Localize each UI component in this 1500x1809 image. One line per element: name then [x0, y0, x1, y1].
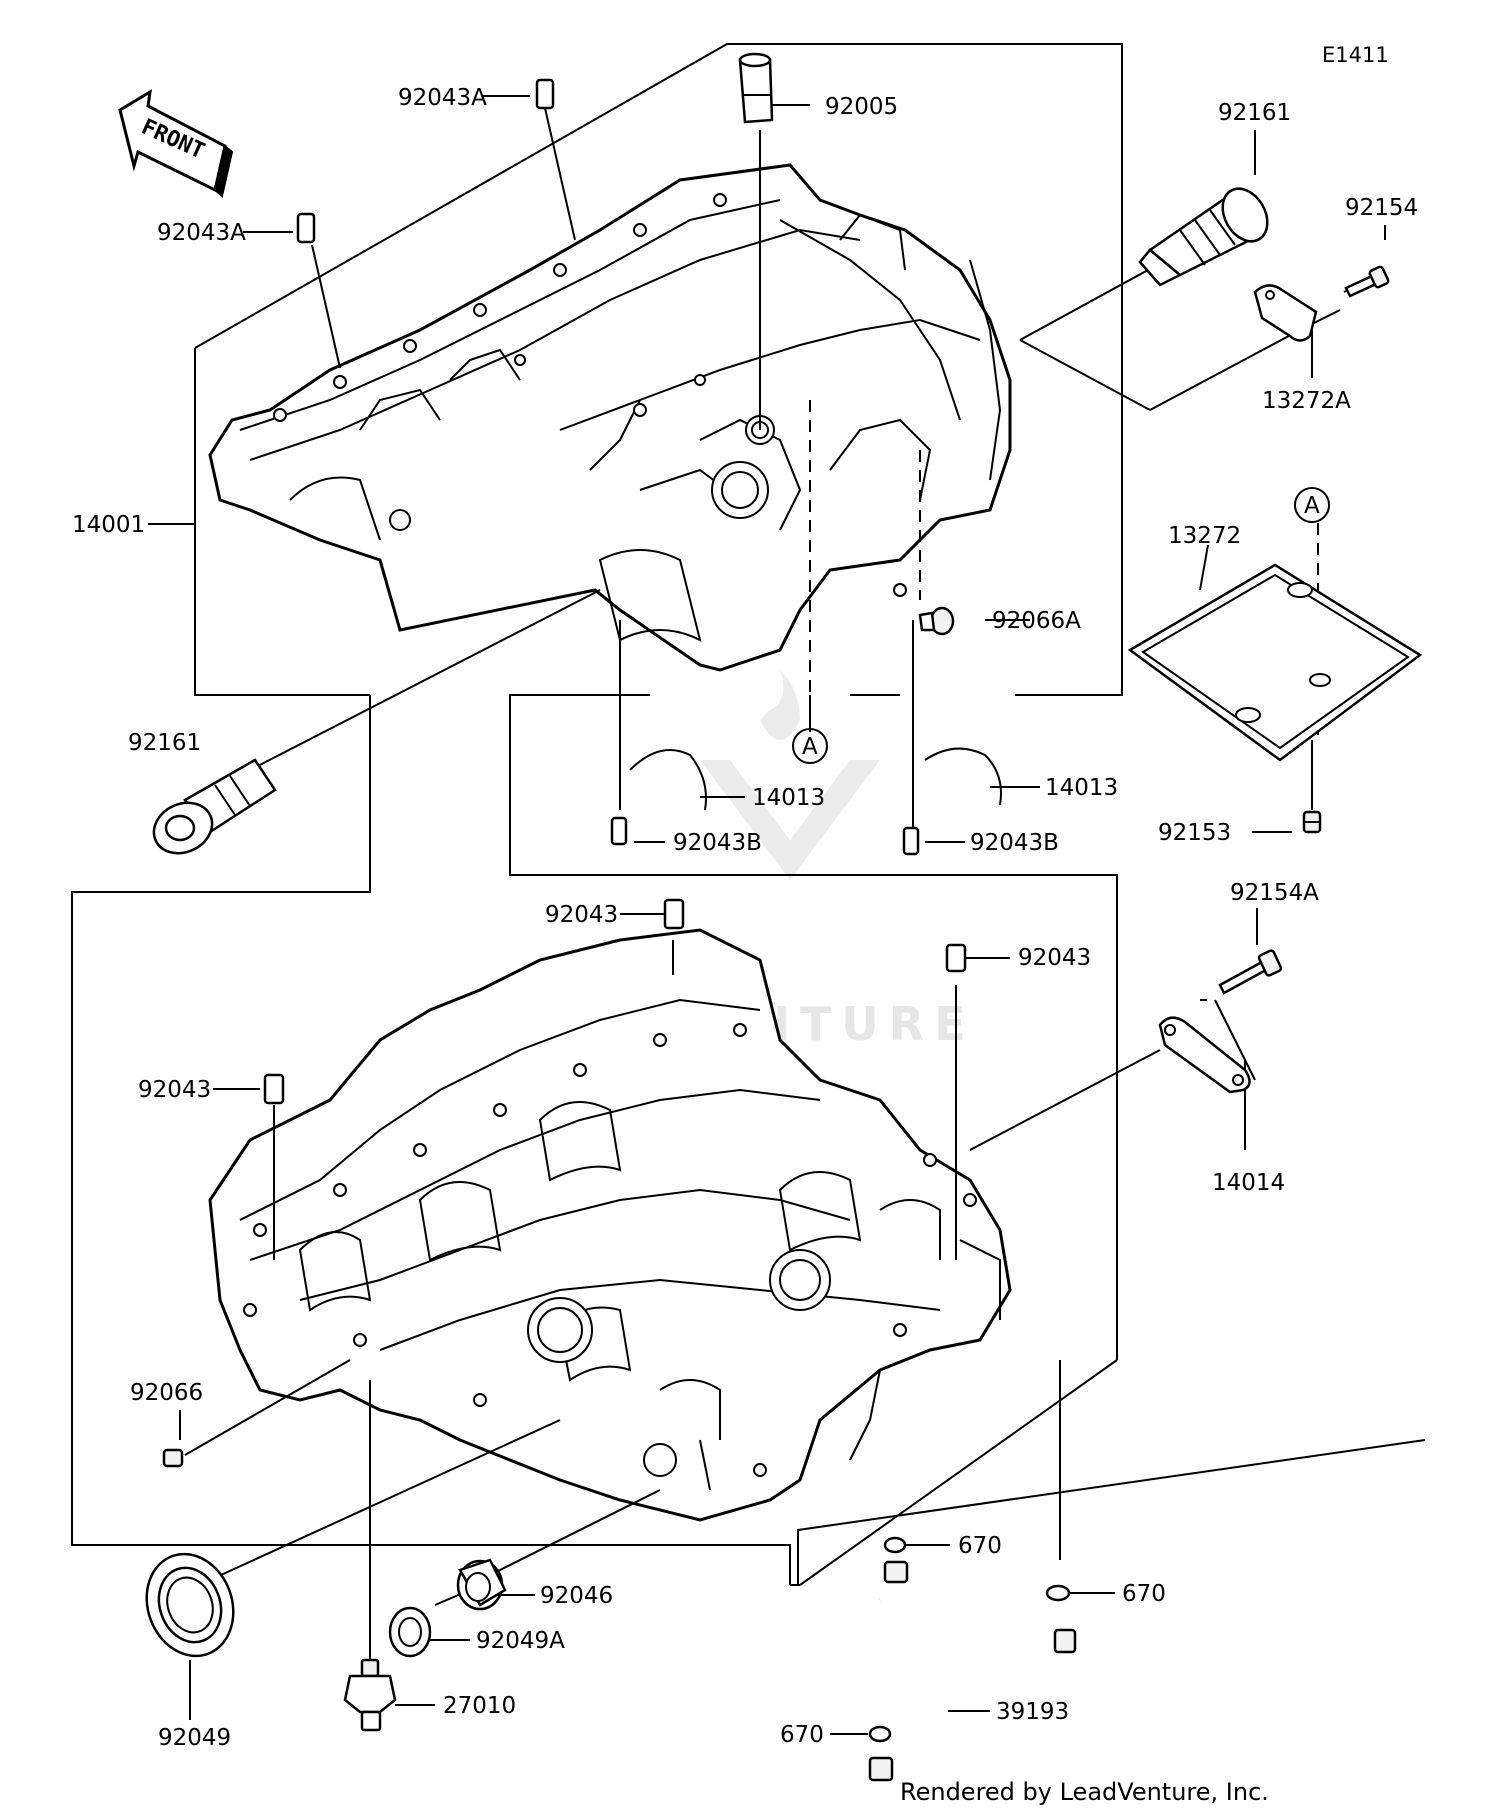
part-670-o-ring-a: [883, 1536, 907, 1554]
part-92153-bolt: [1302, 810, 1322, 834]
part-92066A-plug: [918, 606, 955, 636]
label-14014: 14014: [1212, 1170, 1285, 1196]
label-92046: 92046: [540, 1583, 613, 1609]
part-92043-dowel-right: [945, 943, 967, 973]
label-27010: 27010: [443, 1693, 516, 1719]
label-92154: 92154: [1345, 195, 1418, 221]
leader-lines: [148, 95, 1386, 1735]
label-13272: 13272: [1168, 523, 1241, 549]
label-92049: 92049: [158, 1725, 231, 1751]
part-92043B-dowel-right: [902, 826, 920, 856]
label-92043-center: 92043: [545, 902, 618, 928]
part-92066-plug: [162, 1448, 184, 1468]
label-670-a: 670: [958, 1533, 1002, 1559]
front-arrow-icon: FRONT: [118, 89, 234, 198]
label-92043B-left: 92043B: [673, 830, 762, 856]
label-92066: 92066: [130, 1380, 203, 1406]
assembly-frames: [71, 43, 1426, 1586]
label-92043A-top: 92043A: [398, 85, 487, 111]
label-92161-left: 92161: [128, 730, 201, 756]
credit-text: Rendered by LeadVenture, Inc.: [900, 1778, 1269, 1806]
label-92043A-left: 92043A: [157, 220, 246, 246]
part-39193-oil-pipe: [868, 1560, 1077, 1782]
part-92043A-dowel-top: [535, 78, 555, 110]
label-92005: 92005: [825, 94, 898, 120]
part-670-o-ring-c: [868, 1725, 892, 1743]
callout-a-cover-label: A: [1304, 493, 1320, 519]
part-92043-dowel-left: [263, 1073, 285, 1105]
diagram-code: E1411: [1322, 43, 1389, 67]
part-92161-damper-top: [1138, 187, 1269, 287]
part-92154A-bolt: [1218, 949, 1283, 995]
label-14001: 14001: [72, 512, 145, 538]
label-92066A: 92066A: [992, 608, 1081, 634]
label-92043-left: 92043: [138, 1077, 211, 1103]
part-14013-bearing-right: [924, 747, 1002, 806]
label-14013-right: 14013: [1045, 775, 1118, 801]
label-92043B-right: 92043B: [970, 830, 1059, 856]
part-92043B-dowel-left: [610, 816, 628, 846]
label-39193: 39193: [996, 1699, 1069, 1725]
part-92046-needle-bearing: [456, 1558, 507, 1611]
part-670-o-ring-b: [1045, 1584, 1071, 1602]
label-670-b: 670: [1122, 1581, 1166, 1607]
label-13272A: 13272A: [1262, 388, 1351, 414]
part-92049-oil-seal: [145, 1552, 235, 1658]
callout-a-cover: A: [1294, 487, 1330, 523]
part-14013-bearing-left: [629, 749, 707, 811]
callout-a-upper-label: A: [802, 734, 818, 760]
part-27010-switch: [343, 1658, 397, 1732]
part-92043A-dowel-left: [296, 212, 316, 244]
part-13272-cover: [1127, 563, 1423, 762]
label-92043-right: 92043: [1018, 945, 1091, 971]
part-92154-bolt: [1344, 265, 1390, 298]
label-92161-top: 92161: [1218, 100, 1291, 126]
upper-crankcase: [208, 163, 1012, 672]
label-14013-left: 14013: [752, 785, 825, 811]
part-92161-damper-left: [152, 758, 277, 855]
label-92049A: 92049A: [476, 1628, 565, 1654]
lower-crankcase: [208, 928, 1012, 1522]
part-92043-dowel-center: [663, 898, 685, 930]
part-13272A-plate: [1253, 284, 1318, 342]
part-labels: 92043A 92005 92161 92154 92043A 13272A 1…: [72, 85, 1418, 1751]
part-92005-fitting: [738, 52, 774, 124]
callout-a-upper: A: [792, 728, 828, 764]
label-92153: 92153: [1158, 820, 1231, 846]
label-670-c: 670: [780, 1722, 824, 1748]
part-92049A-oil-seal: [388, 1606, 432, 1658]
label-92154A: 92154A: [1230, 880, 1319, 906]
part-14014-plate: [1158, 1016, 1251, 1094]
